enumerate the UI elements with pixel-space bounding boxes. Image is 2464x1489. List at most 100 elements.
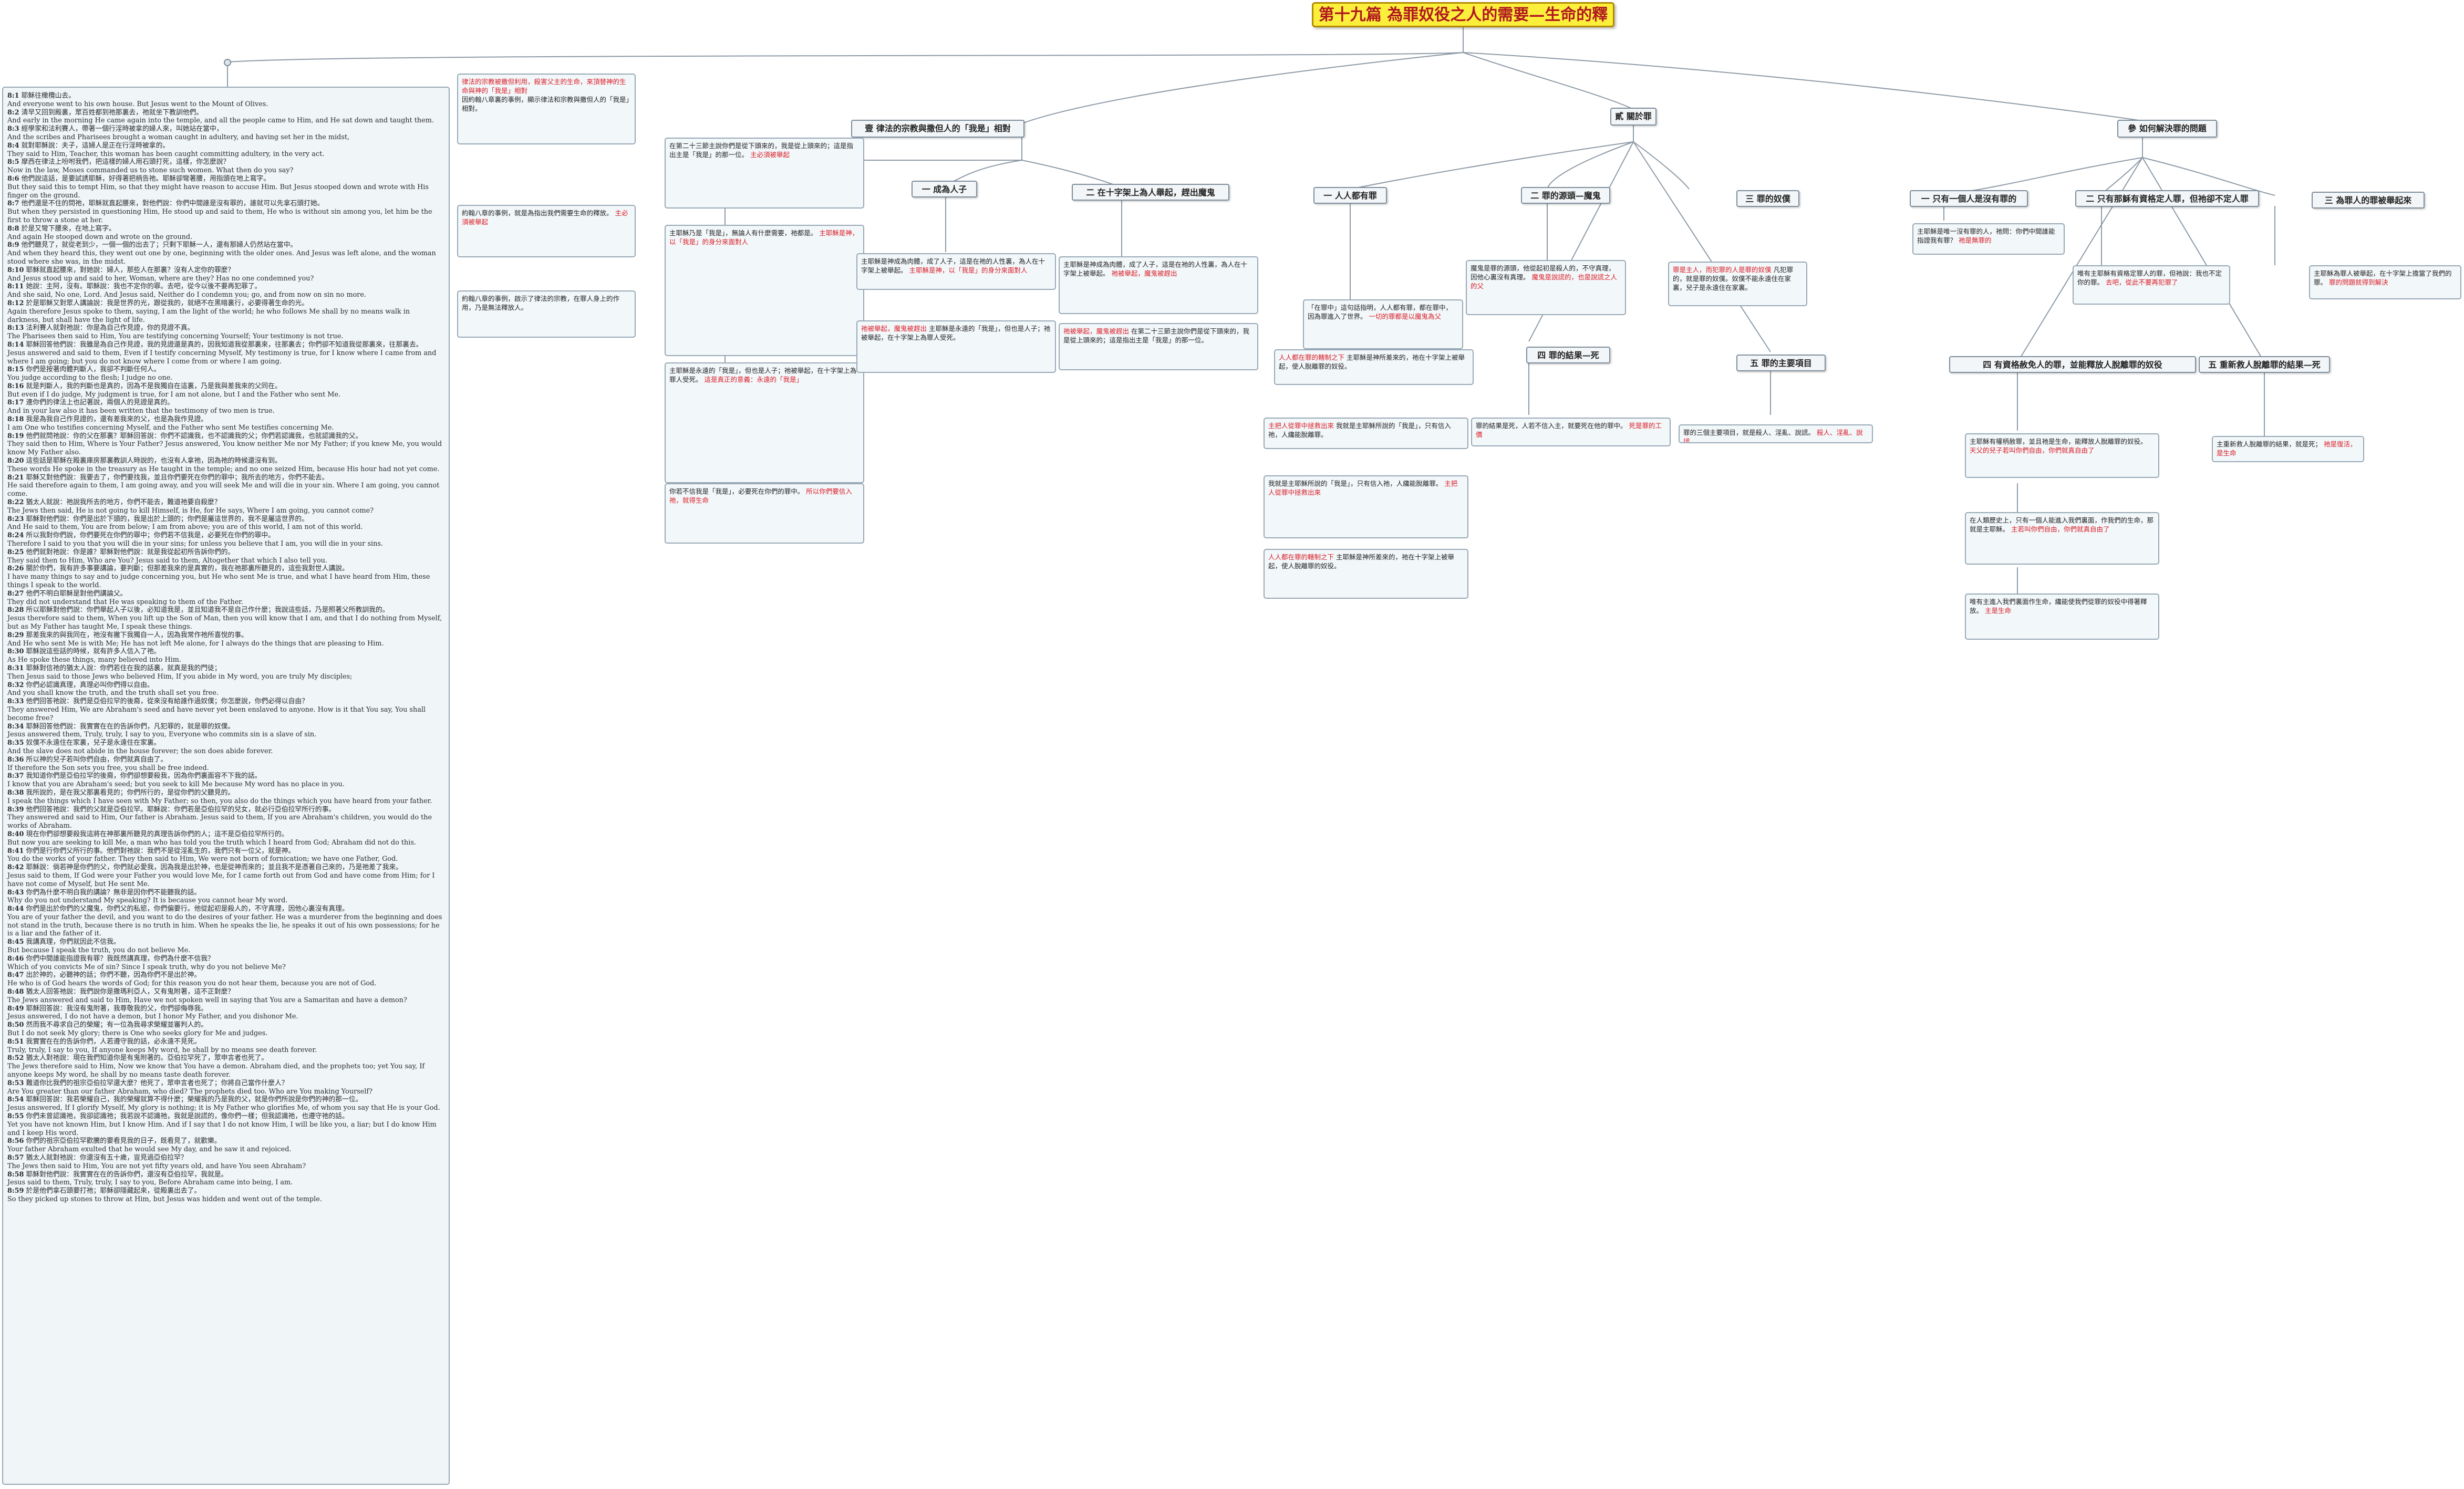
verse-chinese-text: 猶太人就說：祂說我所去的地方，你們不能去，難道祂要自殺麼？ — [26, 498, 221, 507]
scripture-handle-dot[interactable] — [224, 59, 231, 66]
verse-english-text: Which of you convicts Me of sin? Since I… — [7, 963, 286, 971]
note-box: 「在罪中」這句話指明，人人都有罪，都在罪中，因為罪進入了世界。 一切的罪都是以魔… — [1303, 299, 1463, 349]
section-two-sub1[interactable]: 一 人人都有罪 — [1313, 187, 1387, 204]
verse-zh: 8:43 你們為什麼不明白我的講論？無非是因你們不能聽我的話。 — [7, 889, 444, 897]
verse-zh: 8:29 那差我來的與我同在，祂沒有撇下我獨自一人，因為我常作祂所喜悅的事。 — [7, 631, 444, 640]
verse-english-text: And Jesus stood up and said to her, Woma… — [7, 274, 314, 283]
section-two-sub5[interactable]: 五 罪的主要項目 — [1736, 355, 1826, 371]
section-one-sub1[interactable]: 一 成為人子 — [912, 181, 977, 197]
note-box: 罪是主人，而犯罪的人是罪的奴僕 凡犯罪的，就是罪的奴僕。奴僕不能永遠住在家裏，兒… — [1668, 262, 1807, 306]
verse-ref: 8:18 — [7, 415, 24, 424]
verse-english-text: The Jews answered and said to Him, Have … — [7, 996, 407, 1004]
verse-ref: 8:50 — [7, 1021, 24, 1029]
verse-zh: 8:42 耶穌說：倘若神是你們的父，你們就必愛我，因為我是出於神，也是從神而來的… — [7, 863, 444, 872]
section-two-sub4[interactable]: 四 罪的結果—死 — [1526, 347, 1610, 363]
section-one-header[interactable]: 壹 律法的宗教與撒但人的「我是」相對 — [851, 120, 1024, 138]
verse-english-text: I am One who testifies concerning Myself… — [7, 423, 334, 432]
verse-zh: 8:7 他們還是不住的問祂，耶穌就直起腰來，對他們說：你們中間誰是沒有罪的，誰就… — [7, 200, 444, 208]
section-three-sub1[interactable]: 一 只有一個人是沒有罪的 — [1910, 190, 2028, 207]
verse-zh: 8:10 耶穌就直起腰來，對她說：婦人，那些人在那裏？沒有人定你的罪麼？ — [7, 266, 444, 275]
section-three-sub5[interactable]: 五 重新救人脫離罪的結果—死 — [2199, 356, 2330, 373]
verse-ref: 8:26 — [7, 565, 24, 573]
section-three-sub4[interactable]: 四 有資格赦免人的罪，並能釋放人脫離罪的奴役 — [1949, 356, 2196, 373]
verse-zh: 8:4 就對耶穌說：夫子，這婦人是正在行淫時被拿的。 — [7, 142, 444, 150]
note-box: 唯有主進入我們裏面作生命，纔能使我們從罪的奴役中得著釋放。 主是生命 — [1965, 593, 2159, 640]
verse-zh: 8:39 他們回答祂說：我們的父就是亞伯拉罕。耶穌說：你們若是亞伯拉罕的兒女，就… — [7, 806, 444, 814]
note-box: 罪的三個主要項目，就是殺人、淫亂、說謊。 殺人、淫亂、說謊 — [1679, 424, 1873, 443]
note-box: 你若不信我是「我是」，必要死在你們的罪中。 所以你們要信入祂，就得生命 — [665, 483, 864, 544]
verse-english-text: They said to Him, Teacher, this woman ha… — [7, 150, 325, 158]
root-topic[interactable]: 第十九篇 為罪奴役之人的需要—生命的釋放（一） — [1312, 2, 1614, 27]
verse-zh: 8:13 法利賽人就對祂說：你是為自己作見證，你的見證不真。 — [7, 324, 444, 332]
verse-zh: 8:40 現在你們卻想要殺我這將在神那裏所聽見的真理告訴你們的人；這不是亞伯拉罕… — [7, 830, 444, 839]
verse-zh: 8:27 他們不明白耶穌是對他們講論父。 — [7, 590, 444, 598]
verse-chinese-text: 就是判斷人，我的判斷也是真的，因為不是我獨自在這裏，乃是我與差我來的父同在。 — [26, 382, 282, 390]
verse-chinese-text: 就對耶穌說：夫子，這婦人是正在行淫時被拿的。 — [21, 141, 170, 150]
verse-chinese-text: 那差我來的與我同在，祂沒有撇下我獨自一人，因為我常作祂所喜悅的事。 — [26, 631, 248, 639]
scripture-panel[interactable]: 8:1 耶穌往橄欖山去。And everyone went to his own… — [2, 87, 450, 1485]
note-box: 魔鬼是罪的源頭，他從起初是殺人的，不守真理，因他心裏沒有真理。 魔鬼是說謊的，也… — [1466, 260, 1626, 315]
section-three-sub3[interactable]: 三 為罪人的罪被舉起來 — [2312, 192, 2425, 209]
verse-ref: 8:43 — [7, 888, 24, 897]
verse-chinese-text: 於是又彎下腰來，在地上寫字。 — [21, 224, 116, 233]
verse-ref: 8:40 — [7, 830, 24, 838]
verse-ref: 8:59 — [7, 1187, 24, 1195]
section-two-sub2[interactable]: 二 罪的源頭—魔鬼 — [1521, 187, 1610, 204]
verse-zh: 8:28 所以耶穌對他們說：你們舉起人子以後，必知道我是，並且知道我不是自己作什… — [7, 606, 444, 615]
verse-zh: 8:25 他們就對祂說：你是誰？耶穌對他們說：就是我從起初所告訴你們的。 — [7, 548, 444, 557]
note-box: 我就是主耶穌所說的「我是」，只有信入祂，人纔能脫離罪。 主把人從罪中拯救出來 — [1264, 475, 1468, 538]
verse-chinese-text: 耶穌往橄欖山去。 — [21, 92, 75, 100]
note-box: 祂被舉起，魔鬼被趕出 主耶穌是永遠的「我是」，但也是人子；祂被舉起，在十字架上為… — [856, 320, 1056, 373]
verse-chinese-text: 她說：主阿，沒有。耶穌說：我也不定你的罪。去吧，從今以後不要再犯罪了。 — [26, 283, 262, 291]
verse-zh: 8:9 他們聽見了，就從老到少，一個一個的出去了；只剩下耶穌一人，還有那婦人仍然… — [7, 241, 444, 249]
verse-chinese-text: 我知道你們是亞伯拉罕的後裔，你們卻想要殺我，因為你們裏面容不下我的話。 — [26, 772, 262, 780]
verse-ref: 8:28 — [7, 606, 24, 615]
verse-chinese-text: 你們必認識真理，真理必叫你們得以自由。 — [26, 681, 154, 689]
verse-chinese-text: 他們不明白耶穌是對他們講論父。 — [26, 589, 127, 598]
verse-chinese-text: 耶穌對他們說：你們是出於下頭的，我是出於上頭的；你們是屬這世界的，我不是屬這世界… — [26, 515, 308, 523]
verse-zh: 8:55 你們未曾認識祂，我卻認識祂；我若說不認識祂，我就是說謊的，像你們一樣；… — [7, 1112, 444, 1121]
verse-chinese-text: 難道你比我們的祖宗亞伯拉罕還大麼？他死了，眾申言者也死了；你將自己當作什麼人？ — [26, 1079, 288, 1087]
note-box: 律法的宗教被撒但利用，殺害父主的生命，來頂替神的生命與神的「我是」相對因約翰八章… — [457, 74, 636, 144]
verse-chinese-text: 他們回答祂說：我們的父就是亞伯拉罕。耶穌說：你們若是亞伯拉罕的兒女，就必行亞伯拉… — [26, 805, 336, 814]
verse-english-text: I speak the things which I have seen wit… — [7, 797, 432, 805]
note-box: 在人類歷史上，只有一個人能進入我們裏面，作我們的生命，那就是主耶穌。 主若叫你們… — [1965, 512, 2159, 565]
verse-english-text: Why do you not understand My speaking? I… — [7, 897, 288, 905]
verse-ref: 8:24 — [7, 532, 24, 540]
verse-chinese-text: 奴僕不永遠住在家裏，兒子是永遠住在家裏。 — [26, 739, 161, 747]
verse-chinese-text: 關於你們，我有許多事要講論，要判斷；但那差我來的是真實的，我在祂那裏所聽見的，這… — [26, 565, 349, 573]
verse-english-text: These words He spoke in the treasury as … — [7, 465, 440, 473]
verse-chinese-text: 耶穌回答他們說：我實實在在的告訴你們，凡犯罪的，就是罪的奴僕。 — [26, 722, 235, 731]
section-two-header[interactable]: 貳 關於罪的各面 — [1610, 108, 1657, 126]
note-box: 主耶穌乃是「我是」，無論人有什麼需要，祂都是。 主耶穌是神，以「我是」的身分來面… — [665, 225, 864, 356]
verse-chinese-text: 所以耶穌對他們說：你們舉起人子以後，必知道我是，並且知道我不是自己作什麼；我說這… — [26, 606, 389, 615]
verse-english-text: They did not understand that He was spea… — [7, 598, 244, 606]
verse-zh: 8:17 連你們的律法上也記著說，兩個人的見證是真的。 — [7, 399, 444, 407]
verse-chinese-text: 你們是按著肉體判斷人，我卻不判斷任何人。 — [26, 366, 161, 374]
note-box: 祂被舉起，魔鬼被趕出 在第二十三節主說你們是從下頭來的，我是從上頭來的；這是指出… — [1059, 323, 1258, 370]
verse-ref: 8:8 — [7, 224, 19, 233]
verse-chinese-text: 所以我對你們說，你們要死在你們的罪中；你們若不信我是，必要死在你們的罪中。 — [26, 532, 275, 540]
verse-ref: 8:54 — [7, 1096, 24, 1104]
verse-chinese-text: 你們為什麼不明白我的講論？無非是因你們不能聽我的話。 — [26, 888, 201, 897]
section-three-header[interactable]: 參 如何解決罪的問題 — [2117, 120, 2217, 138]
section-one-sub2[interactable]: 二 在十字架上為人舉起，趕出魔鬼 — [1072, 184, 1229, 201]
verse-zh: 8:36 所以神的兒子若叫你們自由，你們就真自由了。 — [7, 756, 444, 764]
verse-english-text: And in your law also it has been written… — [7, 407, 275, 415]
section-three-sub2[interactable]: 二 只有那穌有資格定人罪，但祂卻不定人罪 — [2075, 190, 2259, 207]
verse-english-text: The Pharisees then said to Him, You are … — [7, 332, 344, 341]
verse-chinese-text: 你們的祖宗亞伯拉罕歡騰的要看見我的日子，既看見了，就歡樂。 — [26, 1137, 221, 1146]
verse-zh: 8:26 關於你們，我有許多事要講論，要判斷；但那差我來的是真實的，我在祂那裏所… — [7, 565, 444, 573]
verse-chinese-text: 然而我不尋求自己的榮耀；有一位為我尋求榮耀並審判人的。 — [26, 1021, 208, 1029]
verse-ref: 8:9 — [7, 241, 19, 249]
verse-zh: 8:6 他們說這話，是要試誘耶穌，好得著把柄告祂。耶穌卻彎著腰，用指頭在地上寫字… — [7, 175, 444, 183]
verse-ref: 8:51 — [7, 1037, 24, 1046]
section-two-sub3[interactable]: 三 罪的奴僕 — [1736, 190, 1799, 207]
verse-ref: 8:4 — [7, 141, 19, 150]
verse-ref: 8:12 — [7, 299, 24, 307]
verse-ref: 8:56 — [7, 1137, 24, 1146]
verse-ref: 8:58 — [7, 1170, 24, 1179]
verse-chinese-text: 你們是出於你們的父魔鬼，你們父的私慾，你們偏要行。他從起初是殺人的，不守真理，因… — [26, 905, 349, 913]
verse-ref: 8:47 — [7, 971, 24, 980]
verse-zh: 8:32 你們必認識真理，真理必叫你們得以自由。 — [7, 681, 444, 690]
